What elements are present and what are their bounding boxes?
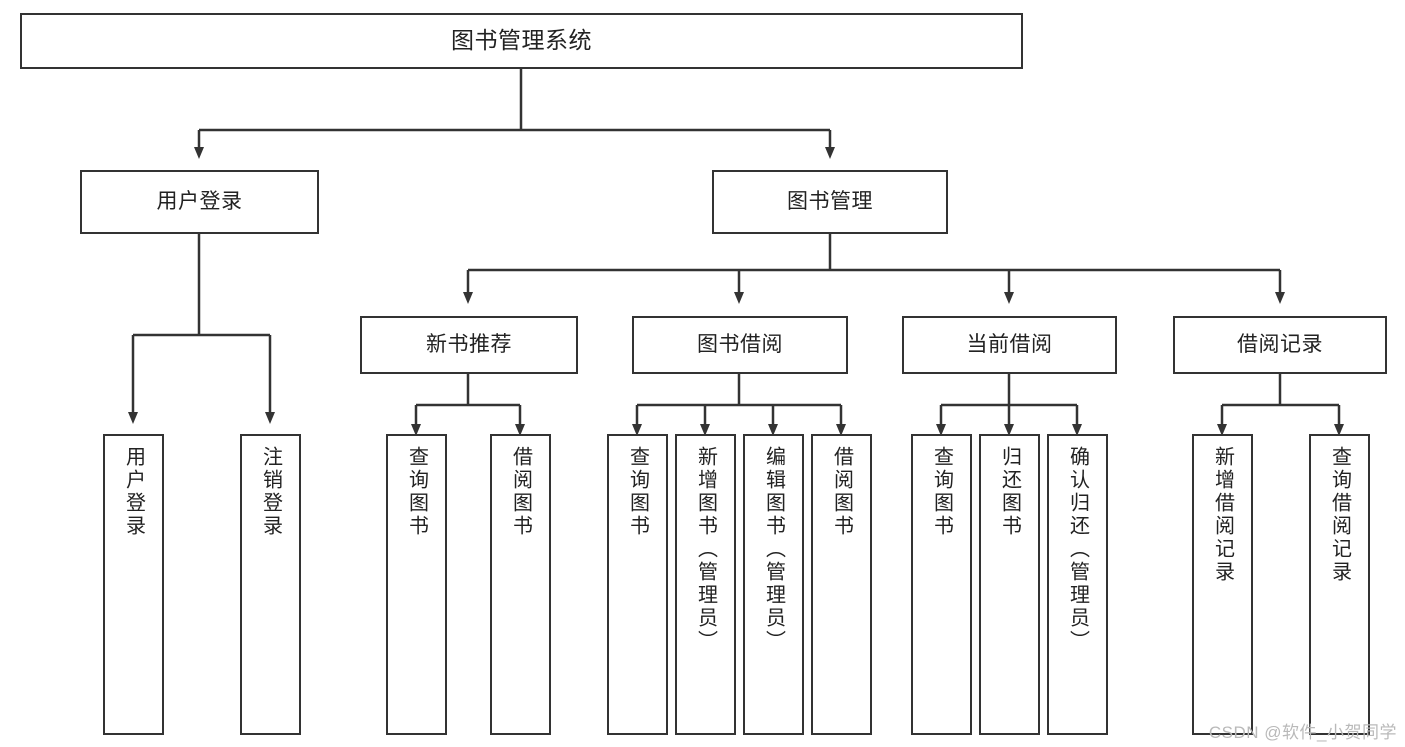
node-leaf-user-logout-label: 注销登录 bbox=[259, 446, 282, 538]
node-root-label: 图书管理系统 bbox=[451, 27, 592, 54]
node-leaf-query-book-1[interactable]: 查询图书 bbox=[386, 434, 447, 735]
node-current-borrow[interactable]: 当前借阅 bbox=[902, 316, 1117, 374]
node-current-borrow-label: 当前借阅 bbox=[966, 332, 1053, 356]
node-leaf-user-login-label: 用户登录 bbox=[122, 446, 145, 538]
node-borrow-record-label: 借阅记录 bbox=[1237, 332, 1323, 356]
node-leaf-query-book-3[interactable]: 查询图书 bbox=[911, 434, 972, 735]
node-new-book-recommend[interactable]: 新书推荐 bbox=[360, 316, 578, 374]
node-leaf-query-book-1-label: 查询图书 bbox=[405, 446, 428, 538]
node-leaf-confirm-return-label: 确认归还（管理员） bbox=[1066, 446, 1089, 653]
node-leaf-add-record[interactable]: 新增借阅记录 bbox=[1192, 434, 1253, 735]
node-leaf-borrow-book-1[interactable]: 借阅图书 bbox=[490, 434, 551, 735]
node-book-manage[interactable]: 图书管理 bbox=[712, 170, 948, 234]
node-leaf-add-record-label: 新增借阅记录 bbox=[1211, 446, 1234, 584]
node-borrow-record[interactable]: 借阅记录 bbox=[1173, 316, 1387, 374]
node-leaf-add-book[interactable]: 新增图书（管理员） bbox=[675, 434, 736, 735]
node-leaf-borrow-book-2-label: 借阅图书 bbox=[830, 446, 853, 538]
node-book-borrow-label: 图书借阅 bbox=[697, 332, 783, 356]
node-leaf-return-book-label: 归还图书 bbox=[998, 446, 1021, 538]
node-leaf-query-book-3-label: 查询图书 bbox=[930, 446, 953, 538]
node-leaf-query-book-2-label: 查询图书 bbox=[626, 446, 649, 538]
node-leaf-user-login[interactable]: 用户登录 bbox=[103, 434, 164, 735]
node-leaf-add-book-label: 新增图书（管理员） bbox=[694, 446, 717, 653]
node-leaf-borrow-book-2[interactable]: 借阅图书 bbox=[811, 434, 872, 735]
node-leaf-user-logout[interactable]: 注销登录 bbox=[240, 434, 301, 735]
node-leaf-confirm-return[interactable]: 确认归还（管理员） bbox=[1047, 434, 1108, 735]
node-leaf-edit-book[interactable]: 编辑图书（管理员） bbox=[743, 434, 804, 735]
node-user-login-label: 用户登录 bbox=[156, 189, 243, 213]
node-book-manage-label: 图书管理 bbox=[787, 189, 873, 213]
node-leaf-query-record[interactable]: 查询借阅记录 bbox=[1309, 434, 1370, 735]
node-leaf-query-record-label: 查询借阅记录 bbox=[1328, 446, 1351, 584]
csdn-watermark: CSDN @软件_小贺同学 bbox=[1208, 723, 1397, 742]
node-leaf-edit-book-label: 编辑图书（管理员） bbox=[762, 446, 785, 653]
node-root[interactable]: 图书管理系统 bbox=[20, 13, 1023, 69]
node-new-book-recommend-label: 新书推荐 bbox=[426, 332, 512, 356]
node-leaf-return-book[interactable]: 归还图书 bbox=[979, 434, 1040, 735]
node-book-borrow[interactable]: 图书借阅 bbox=[632, 316, 848, 374]
node-leaf-query-book-2[interactable]: 查询图书 bbox=[607, 434, 668, 735]
node-leaf-borrow-book-1-label: 借阅图书 bbox=[509, 446, 532, 538]
node-user-login[interactable]: 用户登录 bbox=[80, 170, 319, 234]
